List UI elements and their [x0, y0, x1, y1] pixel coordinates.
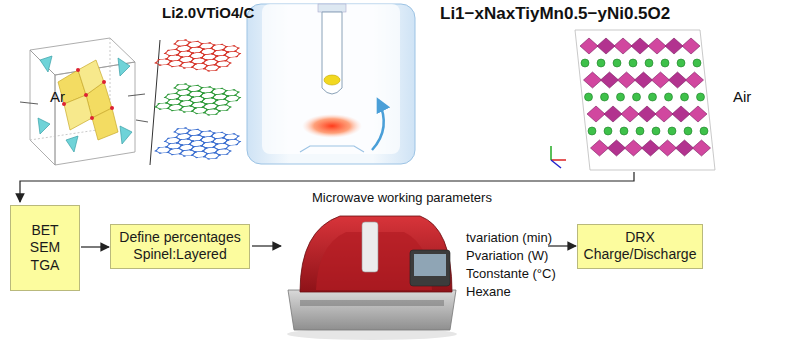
microwave-device — [287, 216, 457, 340]
parameter-text: Pvariation (W) — [466, 248, 548, 264]
process-box: Define percentages Spinel:Layered — [110, 224, 250, 269]
formula-title: Li2.0VTiO4/C — [162, 4, 254, 22]
flow-arrow — [81, 246, 109, 247]
atmosphere-label: Ar — [50, 88, 65, 106]
layered-crystal — [551, 30, 715, 170]
flow-arrow — [548, 245, 576, 246]
box-text: DRX Charge/Discharge — [584, 229, 697, 264]
parameter-text: Hexane — [466, 284, 511, 300]
flow-arrow — [252, 245, 281, 246]
process-box: BET SEM TGA — [10, 205, 80, 291]
slash-line — [150, 40, 160, 165]
formula-title: Li1−xNaxTiyMn0.5−yNi0.5O2 — [440, 4, 670, 24]
parameter-text: Tconstante (°C) — [466, 266, 556, 282]
graphene-sheets — [152, 38, 248, 161]
process-box: DRX Charge/Discharge — [577, 224, 703, 269]
section-title: Microwave working parameters — [312, 190, 492, 206]
microwave-chamber — [247, 4, 415, 164]
atmosphere-label: Air — [733, 88, 751, 106]
box-text: Define percentages Spinel:Layered — [117, 229, 243, 264]
spinel-crystal — [20, 38, 148, 165]
box-text: BET SEM TGA — [17, 222, 73, 275]
parameter-text: tvariation (min) — [466, 230, 552, 246]
